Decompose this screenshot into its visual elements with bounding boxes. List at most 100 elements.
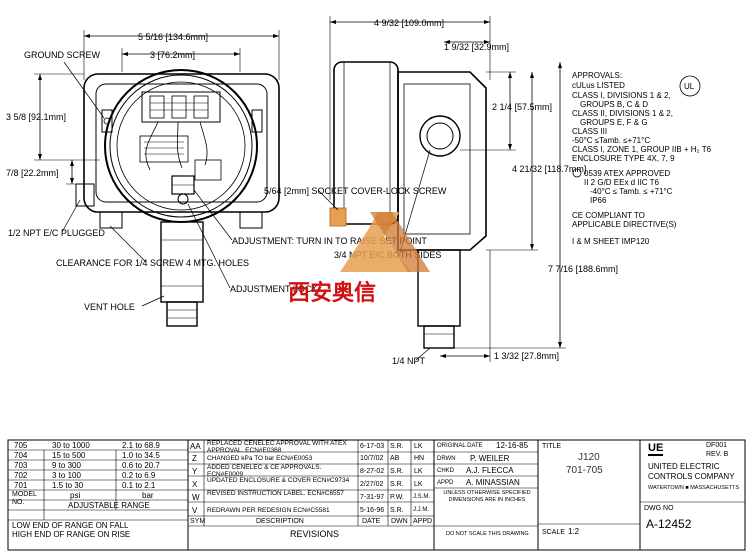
dwg-label: DWG NO xyxy=(644,505,674,512)
drwn-label: DRWN xyxy=(437,456,456,462)
rev-date: 2/27/02 xyxy=(360,481,384,488)
title-block-frame xyxy=(7,439,746,551)
dim-width-inner: 3 [76.2mm] xyxy=(150,50,195,60)
range-row-model: 705 xyxy=(14,441,28,450)
range-row-bar: 1.0 to 34.5 xyxy=(122,451,160,460)
rev-dwn: P.W. xyxy=(390,494,404,501)
rev-header-appd: APPD xyxy=(413,518,433,525)
range-row-psi: 1.5 to 30 xyxy=(52,481,84,490)
rev-dwn: S.R. xyxy=(390,507,404,514)
watermark-text: 西安奥信 xyxy=(288,280,376,306)
tolerance-note: UNLESS OTHERWISE SPECIFIED DIMENSIONS AR… xyxy=(443,490,531,503)
company-name-1: UNITED ELECTRIC xyxy=(648,462,720,471)
range-row-bar: 2.1 to 68.9 xyxy=(122,441,160,450)
rev-dwn: S.R. xyxy=(390,468,404,475)
dim-side-height-mid: 2 1/4 [57.5mm] xyxy=(492,102,552,112)
ul-mark-icon xyxy=(679,75,701,97)
rev-dwn: AB xyxy=(390,455,400,462)
range-row-model: 701 xyxy=(14,481,28,490)
rev-date: 6-17-03 xyxy=(360,443,385,450)
rev-date: 5-16-96 xyxy=(360,507,385,514)
revisions-footer: REVISIONS xyxy=(290,530,340,539)
rev-sym: X xyxy=(192,480,198,489)
title-label: TITLE xyxy=(542,443,562,450)
range-row-bar: 0.6 to 20.7 xyxy=(122,461,160,470)
dim-side-width: 4 9/32 [109.0mm] xyxy=(374,18,444,28)
dim-side-height-body: 4 21/32 [118.7mm] xyxy=(512,164,586,174)
range-header-model: MODEL NO. xyxy=(12,491,37,506)
callout-socket-screw: 5/64 [2mm] SOCKET COVER-LOCK SCREW xyxy=(264,186,447,196)
chkd-name: A.J. FLECCA xyxy=(466,466,514,475)
range-header-psi: psi xyxy=(70,491,81,500)
rev-appd: J.J.M. xyxy=(413,507,429,513)
rev-dwn: S.R. xyxy=(390,443,404,450)
drwn-name: P. WEILER xyxy=(470,454,510,463)
rev-appd: LK xyxy=(414,468,423,475)
dwg-number: A-12452 xyxy=(646,518,692,531)
rev-sym: Z xyxy=(192,454,197,463)
callout-clearance: CLEARANCE FOR 1/4 SCREW 4 MTG. HOLES xyxy=(56,258,249,268)
dim-height-lower: 7/8 [22.2mm] xyxy=(6,168,59,178)
rev-sym: Y xyxy=(192,467,198,476)
rev-appd: HN xyxy=(414,455,425,462)
scale-value: 1:2 xyxy=(568,527,580,536)
rev-date: 7-31-97 xyxy=(360,494,385,501)
callout-ground-screw: GROUND SCREW xyxy=(24,50,101,60)
range-row-psi: 30 to 1000 xyxy=(52,441,90,450)
range-row-psi: 3 to 100 xyxy=(52,471,81,480)
range-header-bar: bar xyxy=(142,491,154,500)
front-view: 5 5/16 [134.6mm] 3 [76.2mm] xyxy=(6,30,427,327)
ce-mark-icon xyxy=(572,168,582,178)
title-line2: 701-705 xyxy=(566,465,603,476)
rev-letter: REV. B xyxy=(706,451,729,458)
range-row-model: 703 xyxy=(14,461,28,470)
title-line1: J120 xyxy=(578,452,600,463)
title-block: 705 30 to 1000 2.1 to 68.9 704 15 to 500… xyxy=(0,440,753,555)
rev-header-date: DATE xyxy=(362,518,381,525)
dim-height-upper: 3 5/8 [92.1mm] xyxy=(6,112,66,122)
rev-appd: LK xyxy=(414,481,423,488)
range-row-psi: 15 to 500 xyxy=(52,451,86,460)
company-location: WATERTOWN ■ MASSACHUSETTS xyxy=(648,485,740,491)
rev-sym: W xyxy=(192,493,200,502)
callout-npt-bottom: 1/4 NPT xyxy=(392,356,426,366)
watermark-logo: 西安奥信 xyxy=(288,212,430,306)
rev-desc: ADDED CENELEC & CE APPROVALS. ECN#E0009 xyxy=(207,464,322,478)
dim-side-offset-top: 1 9/32 [32.9mm] xyxy=(444,42,509,52)
scale-note: DO NOT SCALE THIS DRAWING xyxy=(446,531,529,537)
scale-label: SCALE xyxy=(542,529,565,536)
rev-appd: J.S.M. xyxy=(413,494,431,500)
range-note-fall: LOW END OF RANGE ON FALL xyxy=(12,521,129,530)
rev-date: 10/7/02 xyxy=(360,455,384,462)
range-header-range: ADJUSTABLE RANGE xyxy=(68,501,150,510)
dim-side-height-overall: 7 7/16 [188.6mm] xyxy=(548,264,618,274)
range-row-bar: 0.1 to 2.1 xyxy=(122,481,156,490)
appd-name: A. MINASSIAN xyxy=(466,478,520,487)
side-view: 4 9/32 [109.0mm] 1 9/32 [32.9mm] 2 1/4 [… xyxy=(264,16,618,366)
dim-width-overall: 5 5/16 [134.6mm] xyxy=(138,32,208,42)
rev-sym: AA xyxy=(190,442,201,451)
company-logo: UE xyxy=(648,442,664,456)
approvals-text: APPROVALS: cULus LISTED CLASS I, DIVISIO… xyxy=(572,71,713,246)
callout-npt-plugged: 1/2 NPT E/C PLUGGED xyxy=(8,228,105,238)
chkd-label: CHKD xyxy=(437,468,455,474)
dim-side-bottom-offset: 1 3/32 [27.8mm] xyxy=(494,351,559,361)
range-row-model: 704 xyxy=(14,451,28,460)
range-row-model: 702 xyxy=(14,471,28,480)
rev-desc: REPLACED CENELEC APPROVAL WITH ATEX APPR… xyxy=(207,440,347,454)
rev-desc: CHANGED kPa TO bar ECN#E0053 xyxy=(207,455,313,462)
rev-header-sym: SYM xyxy=(190,518,206,525)
appd-label: APPD xyxy=(437,480,454,486)
company-name-2: CONTROLS COMPANY xyxy=(648,472,735,481)
rev-sym: V xyxy=(192,506,198,515)
callout-adjustment: ADJUSTMENT: TURN IN TO RAISE SET POINT xyxy=(232,236,427,246)
rev-header-desc: DESCRIPTION xyxy=(256,518,304,525)
rev-dwn: S.R. xyxy=(390,481,404,488)
range-row-bar: 0.2 to 6.9 xyxy=(122,471,156,480)
rev-date: 8-27-02 xyxy=(360,468,385,475)
rev-desc: REVISED INSTRUCTION LABEL. ECN#C6557 xyxy=(207,490,344,497)
callout-adjustment-lock: ADJUSTMENT LOCK xyxy=(230,284,317,294)
original-date: 12-16-85 xyxy=(496,441,529,450)
approvals-block: APPROVALS: cULus LISTED CLASS I, DIVISIO… xyxy=(572,71,713,246)
